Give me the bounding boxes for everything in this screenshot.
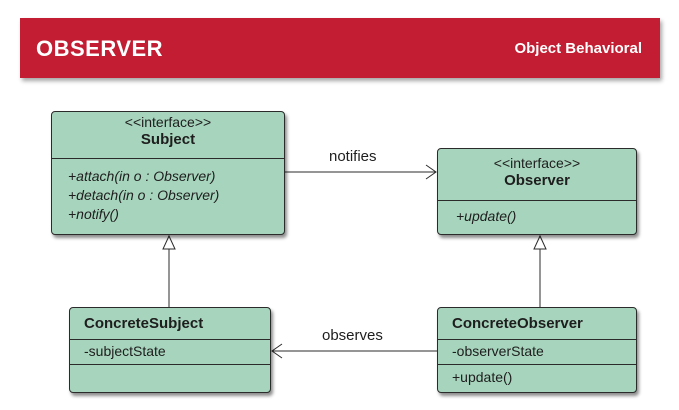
concrete-subject-attributes: -subjectState bbox=[70, 340, 270, 365]
notifies-label: notifies bbox=[329, 148, 377, 165]
concrete-observer-attribute: -observerState bbox=[452, 343, 544, 359]
concrete-subject-class: ConcreteSubject -subjectState bbox=[69, 307, 271, 393]
observer-stereotype: <<interface>> bbox=[493, 155, 581, 171]
concrete-observer-methods: +update() bbox=[438, 365, 636, 387]
concrete-observer-method-update: +update() bbox=[452, 369, 513, 385]
concrete-observer-class: ConcreteObserver -observerState +update(… bbox=[437, 307, 637, 393]
subject-method-notify: +notify() bbox=[68, 206, 119, 222]
concrete-observer-name: ConcreteObserver bbox=[452, 315, 583, 332]
pattern-category: Object Behavioral bbox=[514, 40, 642, 57]
subject-name: Subject bbox=[140, 131, 196, 148]
subject-class: <<interface>> Subject +attach(in o : Obs… bbox=[51, 111, 285, 235]
observer-header: <<interface>> Observer bbox=[438, 149, 636, 201]
subject-method-attach: +attach(in o : Observer) bbox=[68, 168, 216, 184]
subject-method-detach: +detach(in o : Observer) bbox=[68, 187, 220, 203]
observer-methods: +update() bbox=[438, 201, 636, 226]
subject-inheritance-triangle bbox=[162, 234, 176, 250]
concrete-subject-attribute: -subjectState bbox=[84, 343, 166, 359]
observer-inheritance-triangle bbox=[533, 234, 547, 250]
observer-class: <<interface>> Observer +update() bbox=[437, 148, 637, 235]
observes-label: observes bbox=[322, 327, 383, 344]
observer-name: Observer bbox=[504, 172, 570, 189]
pattern-title: OBSERVER bbox=[36, 36, 164, 61]
concrete-observer-attributes: -observerState bbox=[438, 340, 636, 365]
notifies-arrowhead bbox=[425, 164, 437, 180]
concrete-subject-header: ConcreteSubject bbox=[70, 308, 270, 340]
subject-header: <<interface>> Subject bbox=[52, 112, 284, 159]
subject-methods: +attach(in o : Observer) +detach(in o : … bbox=[52, 159, 284, 224]
subject-stereotype: <<interface>> bbox=[124, 114, 212, 130]
concrete-observer-header: ConcreteObserver bbox=[438, 308, 636, 340]
pattern-banner: OBSERVER Object Behavioral bbox=[20, 18, 660, 78]
observer-method-update: +update() bbox=[456, 208, 517, 224]
observes-arrowhead bbox=[271, 343, 283, 359]
concrete-subject-name: ConcreteSubject bbox=[84, 315, 204, 332]
